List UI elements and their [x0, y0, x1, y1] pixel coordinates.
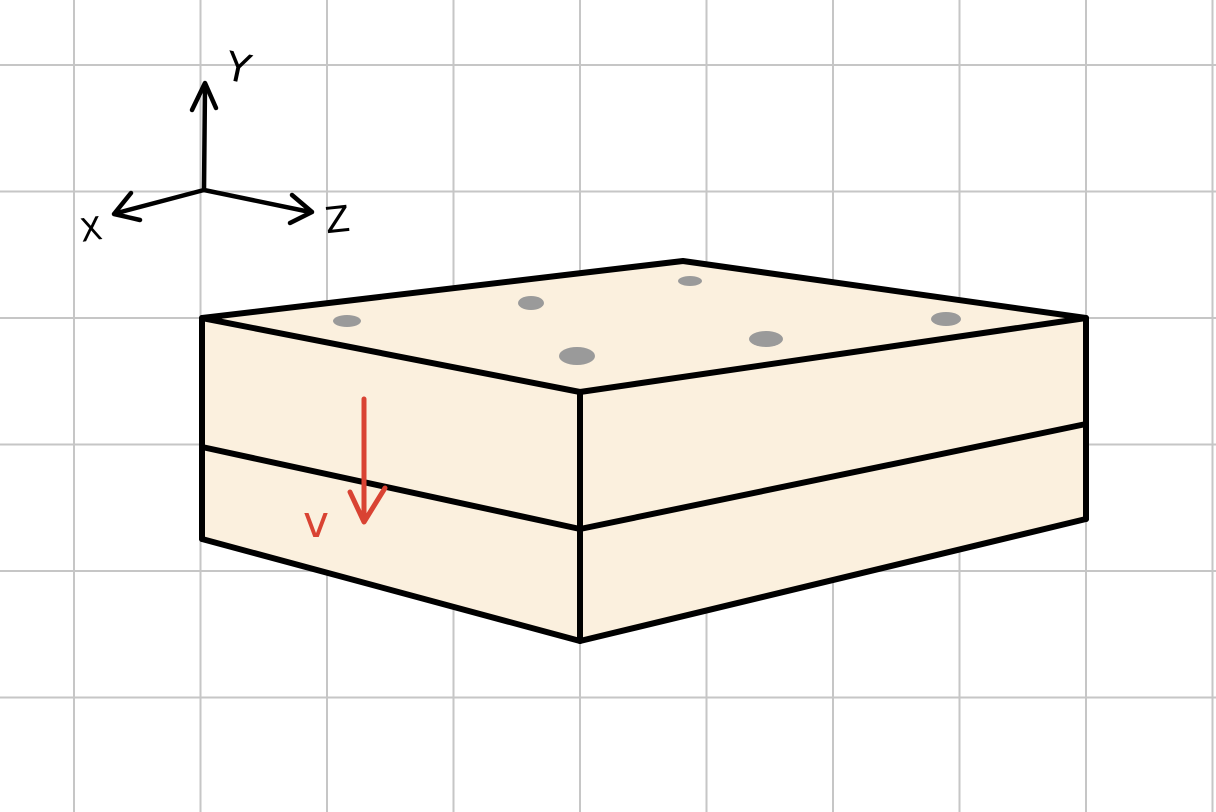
layer-divider-right: [577, 421, 1089, 532]
z-axis-arrowhead: [287, 192, 315, 226]
y-axis-arrowhead: [189, 80, 219, 113]
coordinate-axes: [111, 80, 315, 226]
block-outline: [199, 258, 1089, 644]
block-front-face: [202, 318, 580, 641]
surface-dot: [749, 331, 783, 347]
velocity-label: v: [303, 497, 329, 548]
velocity-arrowhead: [347, 485, 388, 525]
y-axis-line: [201, 83, 208, 193]
surface-dot: [559, 347, 595, 365]
x-axis-line: [114, 187, 207, 216]
x-axis-arrowhead: [111, 190, 143, 223]
surface-dot: [333, 315, 361, 327]
x-axis-label: X: [78, 209, 105, 250]
surface-dot: [678, 276, 702, 286]
z-axis-label: Z: [323, 199, 352, 242]
velocity-arrow: [347, 396, 388, 525]
layered-block: [199, 258, 1089, 644]
y-axis-label: Y: [220, 43, 255, 93]
z-axis-line: [201, 187, 313, 215]
surface-dots: [333, 276, 961, 365]
bottom-front-edge: [199, 536, 583, 644]
surface-dot: [931, 312, 961, 326]
layer-divider-front: [199, 444, 583, 532]
surface-dot: [518, 296, 544, 310]
bottom-right-edge: [577, 516, 1089, 644]
